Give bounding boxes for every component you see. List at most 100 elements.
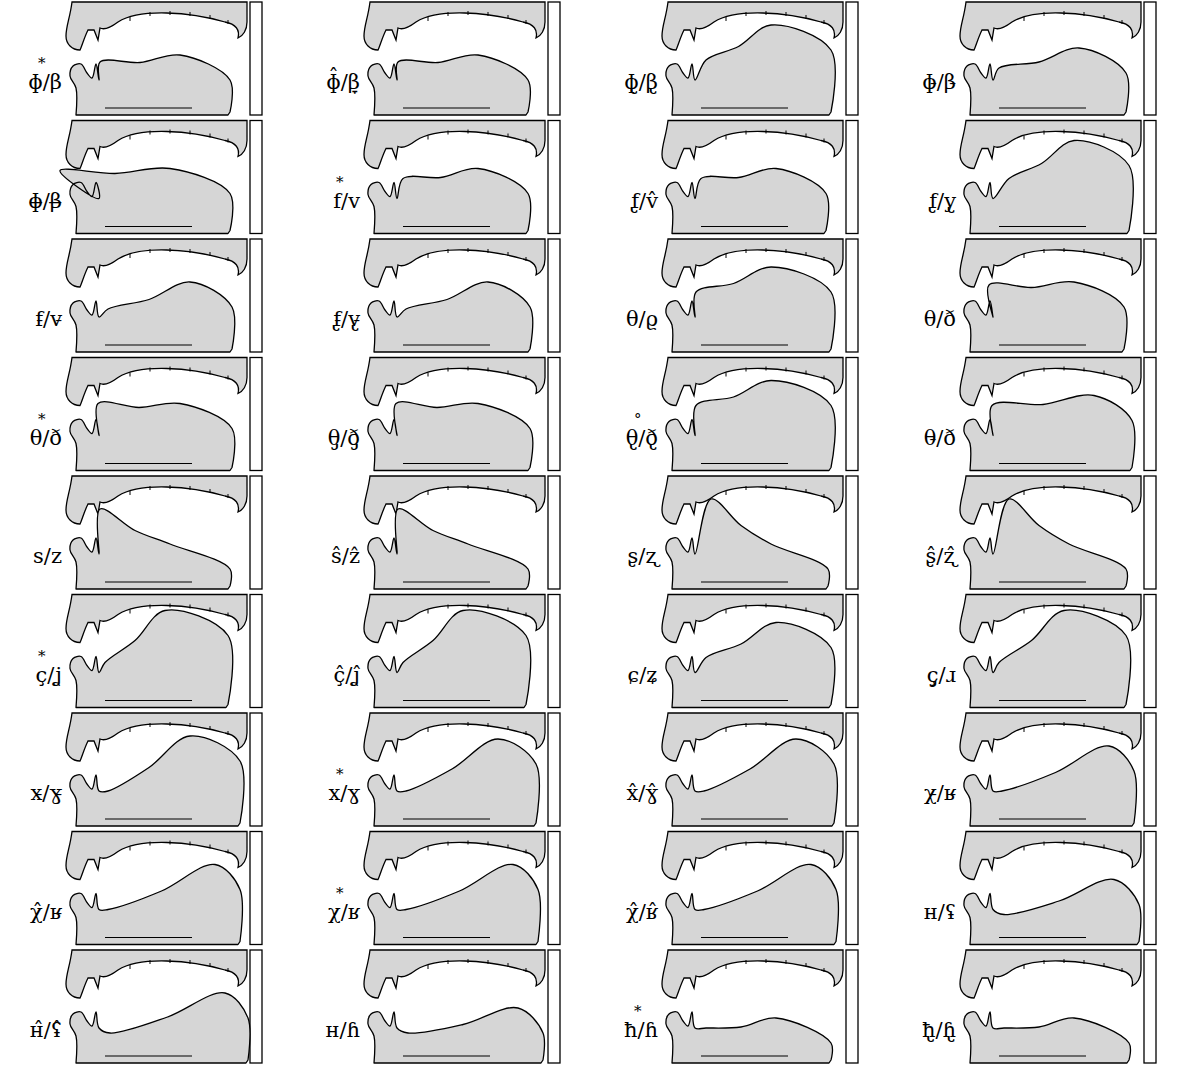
vocal-tract-section — [364, 358, 560, 471]
palate-tick — [468, 604, 469, 608]
tongue-and-jaw — [964, 282, 1127, 352]
upper-jaw — [960, 832, 1141, 880]
palate-tick — [210, 608, 211, 612]
jaw-baseline — [403, 700, 490, 701]
vocal-tract-section — [960, 476, 1156, 589]
ipa-label: f̵̢/v̵̢ — [298, 309, 360, 330]
palate-tick — [488, 131, 489, 135]
palate-tick — [170, 959, 171, 963]
tongue-and-jaw — [666, 25, 835, 115]
palate-tick — [746, 12, 747, 16]
palate-tick — [766, 248, 767, 252]
upper-jaw — [364, 239, 545, 287]
palate-tick — [526, 613, 527, 617]
ipa-label: ʜ/ɦ — [298, 1020, 360, 1041]
palate-tick — [746, 486, 747, 490]
palate-tick — [806, 963, 807, 967]
palate-tick — [1044, 605, 1045, 609]
palate-tick — [726, 254, 727, 258]
palate-tick — [1024, 728, 1025, 732]
palate-tick — [1104, 726, 1105, 730]
palate-tick — [210, 489, 211, 493]
palate-tick — [428, 136, 429, 140]
upper-jaw — [364, 950, 545, 998]
palate-tick — [1064, 485, 1065, 489]
palate-tick — [190, 605, 191, 609]
ipa-label: ħ̢/ɦ̢ — [894, 1020, 956, 1041]
palate-tick — [1104, 15, 1105, 19]
vocal-tract-section — [662, 832, 858, 945]
pharynx-wall — [548, 713, 560, 826]
ipa-label: f̢/v̂ — [596, 191, 658, 212]
ipa-label: θ/ϱ — [596, 309, 658, 330]
pharynx-wall — [846, 950, 858, 1063]
palate-tick — [228, 20, 229, 24]
tongue-and-jaw — [70, 55, 232, 115]
palate-tick — [228, 257, 229, 261]
palate-tick — [488, 368, 489, 372]
vocal-tract-section — [662, 950, 858, 1063]
jaw-baseline — [403, 1055, 490, 1056]
palate-tick — [1122, 494, 1123, 498]
palate-tick — [746, 131, 747, 135]
tongue-and-jaw — [964, 499, 1128, 589]
palate-tick — [170, 248, 171, 252]
palate-tick — [488, 12, 489, 16]
palate-tick — [428, 965, 429, 969]
ipa-label: θ̢/ð̢ — [596, 428, 658, 449]
jaw-baseline — [701, 818, 788, 819]
ipa-label: ɸ̢/β̢ — [596, 72, 658, 93]
palate-tick — [824, 139, 825, 143]
pharynx-wall — [548, 239, 560, 352]
palate-tick — [806, 489, 807, 493]
upper-jaw — [662, 950, 843, 998]
palate-tick — [228, 850, 229, 854]
palate-tick — [488, 605, 489, 609]
tongue-and-jaw — [368, 402, 533, 471]
tongue-and-jaw — [368, 864, 541, 944]
palate-tick — [806, 726, 807, 730]
palate-tick — [210, 134, 211, 138]
palate-tick — [1064, 11, 1065, 15]
palate-tick — [130, 136, 131, 140]
palate-tick — [190, 960, 191, 964]
palate-tick — [806, 15, 807, 19]
ipa-label: s/z — [0, 546, 62, 567]
palate-tick — [766, 485, 767, 489]
palate-tick — [448, 605, 449, 609]
palate-tick — [1044, 249, 1045, 253]
palate-tick — [468, 367, 469, 371]
palate-tick — [786, 368, 787, 372]
ipa-label: ʂ̂/ʐ̂ — [894, 546, 956, 567]
palate-tick — [1024, 373, 1025, 377]
palate-tick — [526, 139, 527, 143]
vocal-tract-section — [364, 476, 560, 589]
pharynx-wall — [846, 595, 858, 708]
ipa-label: χ̂/ʁ̵ — [0, 902, 62, 923]
ipa-label: ç/ʝ — [0, 665, 62, 686]
palate-tick — [786, 605, 787, 609]
ipa-label: f̢/y̢ — [894, 191, 956, 212]
jaw-baseline — [701, 937, 788, 938]
palate-tick — [526, 20, 527, 24]
palate-tick — [1104, 134, 1105, 138]
tongue-and-jaw — [368, 610, 531, 708]
palate-tick — [1044, 486, 1045, 490]
palate-tick — [448, 842, 449, 846]
palate-tick — [1064, 722, 1065, 726]
palate-tick — [786, 131, 787, 135]
vocal-tract-section — [66, 476, 262, 589]
vocal-tract-section — [66, 713, 262, 826]
palate-tick — [806, 134, 807, 138]
palate-tick — [726, 491, 727, 495]
jaw-baseline — [999, 581, 1086, 582]
pharynx-wall — [548, 595, 560, 708]
jaw-baseline — [999, 226, 1086, 227]
reference-mark: * — [38, 649, 46, 664]
palate-tick — [190, 368, 191, 372]
palate-tick — [746, 723, 747, 727]
pharynx-wall — [1144, 121, 1156, 234]
jaw-baseline — [701, 463, 788, 464]
upper-jaw — [364, 2, 545, 50]
pharynx-wall — [846, 239, 858, 352]
